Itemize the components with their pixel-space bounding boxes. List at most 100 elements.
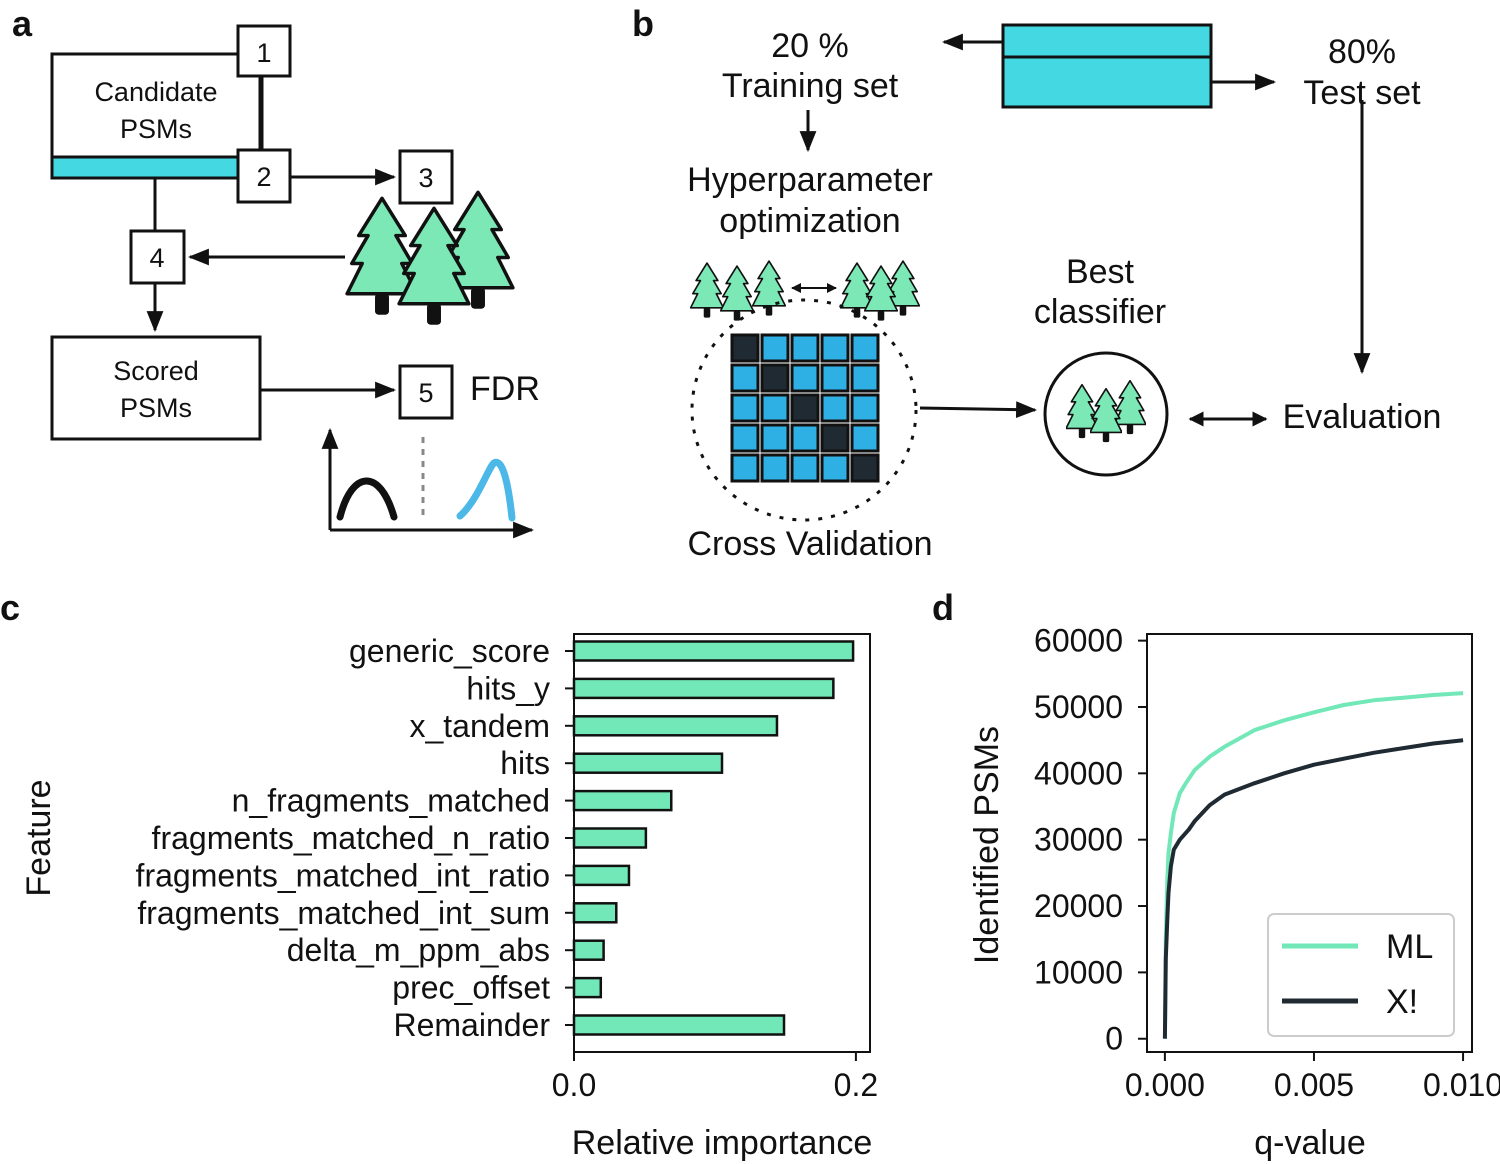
- category-label: fragments_matched_int_ratio: [136, 857, 550, 893]
- hyperparameter-label-line1: Hyperparameter: [687, 161, 933, 199]
- category-label: x_tandem: [409, 708, 550, 744]
- series-line-x: [1162, 738, 1464, 1039]
- cv-cell: [820, 363, 850, 393]
- bar-Remainder: [572, 1014, 786, 1036]
- bar-generic_score: [572, 640, 855, 662]
- cv-cell: [730, 453, 760, 483]
- y-tick-label: 0: [1105, 1021, 1123, 1057]
- bar-fragments_matched_int_sum: [572, 902, 618, 924]
- cv-cell: [730, 393, 760, 423]
- cv-cell: [790, 423, 820, 453]
- score-distribution-icon: [321, 427, 535, 539]
- scored-psms-box: [50, 335, 262, 441]
- cv-cell: [790, 363, 820, 393]
- tree-forest-icon: [347, 192, 513, 324]
- y-tick-label: 40000: [1034, 755, 1123, 791]
- bar-prec_offset: [572, 976, 603, 999]
- dataset-split-box: [1001, 23, 1213, 109]
- bar-n_fragments_matched: [572, 789, 673, 812]
- panel-label-b: b: [632, 3, 654, 44]
- cv-cell: [820, 453, 850, 483]
- hyperparameter-label-line2: optimization: [719, 202, 900, 240]
- candidate-label-line2: PSMs: [120, 114, 192, 144]
- candidate-highlight-bar: [50, 155, 244, 180]
- legend-label-ml: ML: [1386, 928, 1433, 966]
- bar-hits: [572, 752, 724, 774]
- x-tick-label: 0.005: [1274, 1067, 1354, 1103]
- y-tick-label: 50000: [1034, 689, 1123, 725]
- x-tick-label: 0.000: [1125, 1067, 1205, 1103]
- category-label: hits_y: [466, 670, 550, 706]
- step-2-box: [236, 148, 292, 204]
- cv-cell: [790, 393, 820, 423]
- bar-fragments_matched_n_ratio: [572, 827, 648, 849]
- fdr-label: FDR: [470, 370, 540, 408]
- cv-cell: [760, 393, 790, 423]
- step-3-box: [398, 149, 454, 205]
- y-tick-label: 20000: [1034, 888, 1123, 924]
- step-1-box: [236, 24, 292, 78]
- candidate-label-line1: Candidate: [94, 77, 217, 107]
- panel-label-a: a: [12, 3, 33, 44]
- cv-cell: [760, 333, 790, 363]
- panel-label-d: d: [932, 587, 954, 628]
- series-line-ml: [1162, 691, 1464, 1039]
- panel-b-ml-workflow: 20 % Training set 80% Test set Hyperpara…: [687, 23, 1442, 563]
- step-4-label: 4: [149, 243, 164, 273]
- cross-validation-circle: [690, 298, 918, 522]
- training-set-label: Training set: [722, 67, 899, 105]
- panel-label-c: c: [0, 587, 20, 628]
- bar-delta_m_ppm_abs: [572, 939, 605, 961]
- category-label: fragments_matched_n_ratio: [152, 820, 550, 856]
- cv-cell: [850, 423, 880, 453]
- training-percent: 20 %: [771, 27, 849, 65]
- forest-variant-left-icon: [690, 260, 786, 322]
- bar-hits_y: [572, 677, 835, 700]
- scored-label-line2: PSMs: [120, 393, 192, 423]
- step-1-label: 1: [256, 38, 271, 68]
- cv-cell: [820, 393, 850, 423]
- cv-cell: [820, 333, 850, 363]
- best-classifier-line1: Best: [1066, 253, 1135, 291]
- chart-d-ylabel: Identified PSMs: [968, 726, 1006, 964]
- bar-x_tandem: [572, 715, 779, 737]
- category-label: generic_score: [349, 633, 550, 669]
- cv-cell: [850, 393, 880, 423]
- category-label: n_fragments_matched: [232, 783, 550, 819]
- x-tick-label: 0.010: [1423, 1067, 1500, 1103]
- cv-cell: [850, 333, 880, 363]
- y-tick-label: 10000: [1034, 954, 1123, 990]
- chart-d-legend: ML X!: [1267, 913, 1455, 1037]
- x-tick-label: 0.2: [834, 1067, 878, 1103]
- step-5-box: [398, 364, 454, 420]
- cv-cell: [790, 453, 820, 483]
- evaluation-label: Evaluation: [1283, 398, 1442, 436]
- step-5-label: 5: [418, 378, 433, 408]
- chart-d-frame: [1146, 633, 1473, 1053]
- best-classifier-line2: classifier: [1034, 293, 1166, 331]
- category-label: hits: [500, 745, 550, 781]
- cv-cell: [760, 363, 790, 393]
- cv-cell: [730, 333, 760, 363]
- step-2-label: 2: [256, 162, 271, 192]
- chart-c-ylabel: Feature: [20, 779, 58, 896]
- x-tick-label: 0.0: [552, 1067, 596, 1103]
- cv-cell: [760, 453, 790, 483]
- scored-label-line1: Scored: [113, 356, 199, 386]
- step-4-box: [129, 229, 186, 285]
- category-label: delta_m_ppm_abs: [287, 932, 550, 968]
- panel-a-workflow: Candidate PSMs 1 2 3 4 Scored PSMs 5 FDR: [50, 24, 540, 539]
- step-3-label: 3: [418, 163, 433, 193]
- y-tick-label: 60000: [1034, 623, 1123, 659]
- cv-cell: [730, 423, 760, 453]
- category-label: Remainder: [393, 1007, 550, 1043]
- chart-d-xlabel: q-value: [1254, 1124, 1366, 1162]
- chart-c-xlabel: Relative importance: [572, 1124, 872, 1162]
- cv-cell: [760, 423, 790, 453]
- cross-validation-label: Cross Validation: [687, 525, 932, 563]
- cv-cell: [850, 363, 880, 393]
- category-label: fragments_matched_int_sum: [137, 895, 550, 931]
- feature-importance-chart: generic_scorehits_yx_tandemhitsn_fragmen…: [20, 633, 878, 1162]
